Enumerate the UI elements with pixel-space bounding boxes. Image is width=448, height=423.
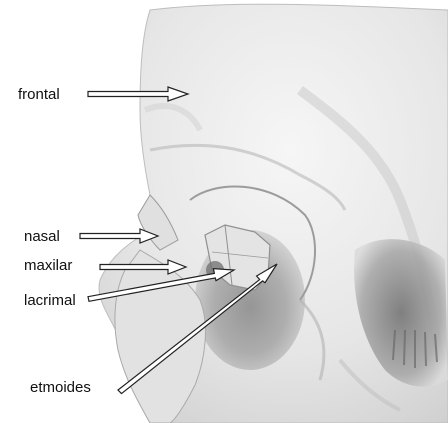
- label-frontal: frontal: [18, 87, 60, 102]
- label-etmoides: etmoides: [30, 380, 91, 395]
- label-lacrimal: lacrimal: [24, 293, 76, 308]
- label-nasal: nasal: [24, 229, 60, 244]
- label-maxilar: maxilar: [24, 258, 72, 273]
